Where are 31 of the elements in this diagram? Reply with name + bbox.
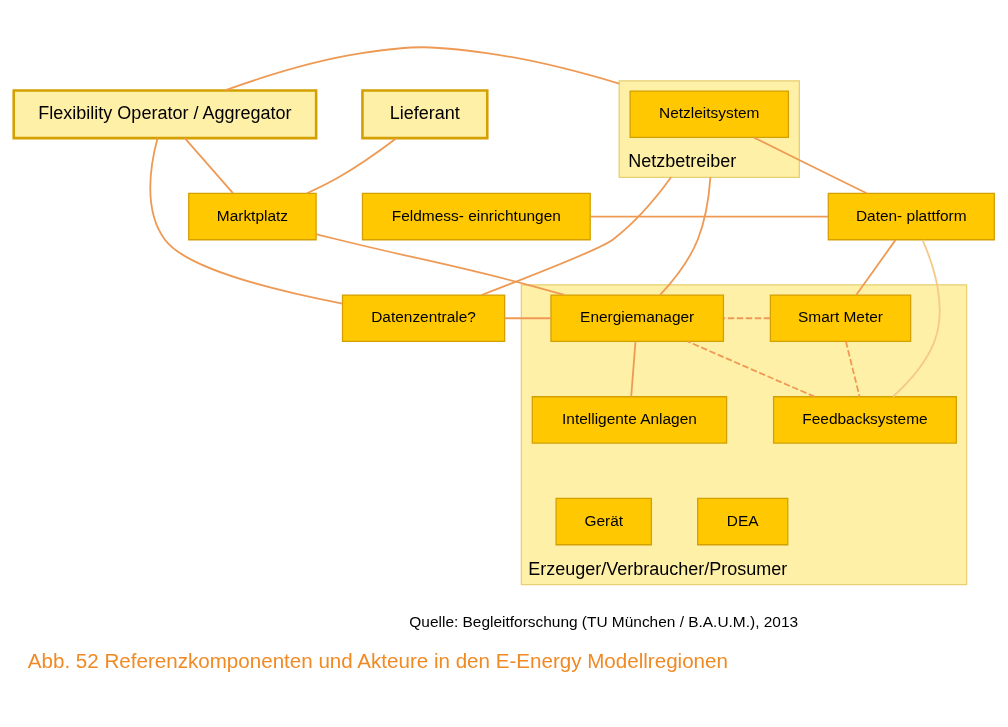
node-box: Gerät — [555, 497, 652, 546]
connector — [149, 137, 344, 305]
node-box: Lieferant — [361, 89, 489, 140]
node-box: Feldmess- einrichtungen — [361, 192, 591, 241]
node-box: Energiemanager — [550, 294, 725, 343]
connector — [892, 239, 941, 398]
connector — [855, 238, 897, 296]
node-box: Feedbacksysteme — [772, 396, 957, 444]
label: Quelle: Begleitforschung (TU München / B.A.U.M.), 2013 — [409, 613, 799, 631]
connector — [183, 137, 234, 194]
connector — [589, 215, 829, 218]
node-box: Datenzentrale? — [341, 294, 506, 343]
connector — [722, 317, 772, 320]
connector — [845, 340, 861, 398]
node-box: Smart Meter — [769, 294, 912, 343]
node-box: Flexibility Operator / Aggregator — [12, 89, 318, 140]
connector — [480, 176, 672, 296]
node-box: DEA — [697, 497, 789, 546]
connector — [630, 340, 637, 398]
node-box: Intelligente Anlagen — [531, 396, 728, 444]
connector — [315, 233, 566, 296]
node-box: Netzleitsystem — [629, 90, 790, 139]
node-box: Marktplatz — [188, 192, 317, 241]
caption: Abb. 52 Referenzkomponenten und Akteure in den E-Energy Modellregionen — [27, 649, 728, 673]
connector — [306, 137, 398, 195]
connector — [752, 136, 868, 195]
connector — [686, 340, 816, 398]
node-box: Daten- plattform — [827, 192, 995, 241]
connector — [659, 176, 712, 296]
connector — [224, 46, 621, 92]
connector — [504, 317, 552, 320]
